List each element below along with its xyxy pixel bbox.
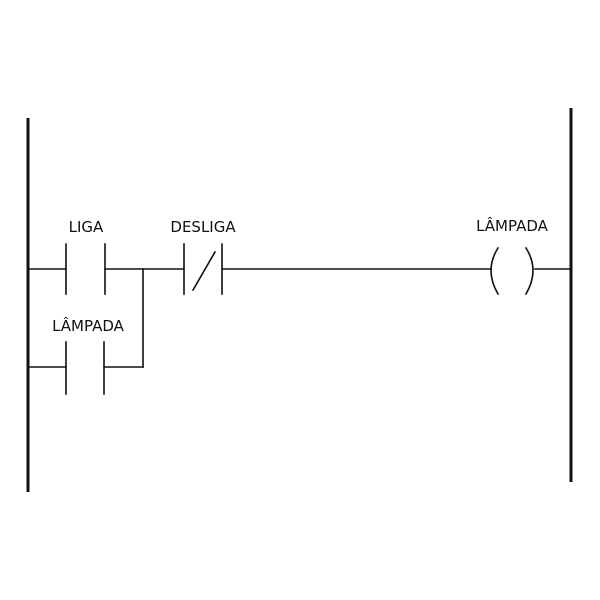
liga-contact-label: LIGA <box>69 218 104 236</box>
lampada-coil <box>490 246 534 296</box>
coil-right-arc <box>524 246 534 296</box>
seal-contact-label: LÂMPADA <box>52 316 125 335</box>
coil-left-arc <box>490 246 500 296</box>
desliga-contact-diagonal <box>191 250 217 292</box>
desliga-contact <box>183 243 223 295</box>
coil-label: LÂMPADA <box>476 216 549 235</box>
lampada-seal-contact <box>65 341 105 395</box>
desliga-contact-label: DESLIGA <box>170 218 236 236</box>
liga-contact <box>65 243 106 295</box>
